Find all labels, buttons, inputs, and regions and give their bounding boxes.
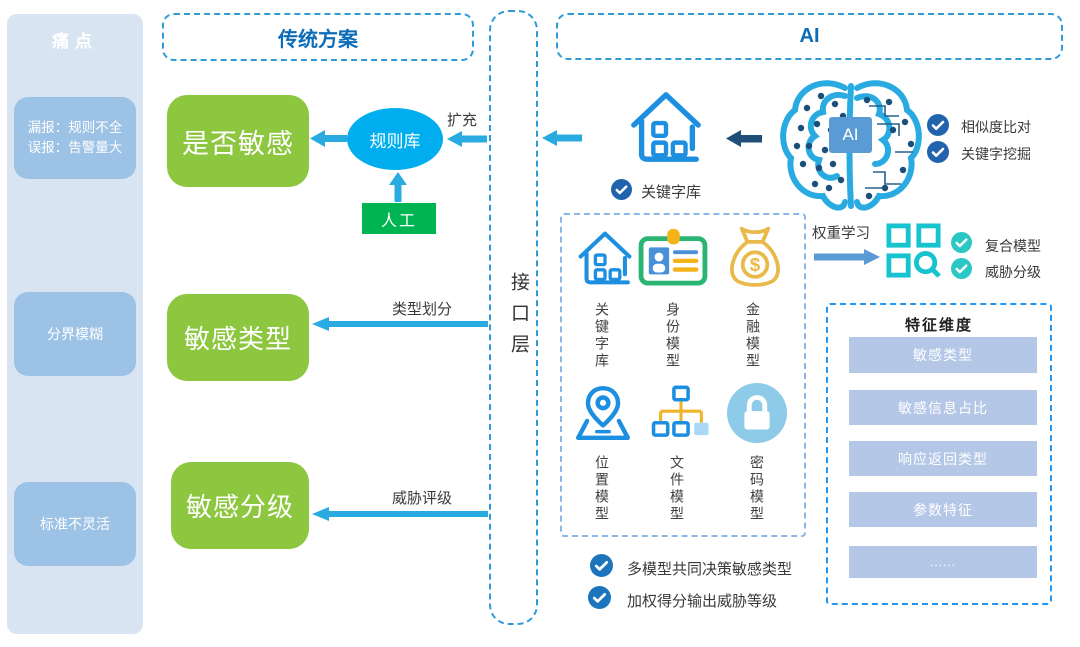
- check-icon: [951, 258, 972, 279]
- arrow-left-icon: [310, 130, 347, 147]
- rule-db-ellipse: 规则库: [347, 108, 443, 170]
- manual-box: 人工: [362, 203, 436, 234]
- type-divide-label: 类型划分: [392, 301, 453, 318]
- model-label: 文件模型: [669, 455, 685, 523]
- check-icon: [927, 141, 949, 163]
- location-pin-icon: [575, 385, 631, 441]
- similarity-check-label: 相似度比对: [961, 119, 1031, 135]
- check-icon: [611, 179, 632, 200]
- composite-model-label: 复合模型: [985, 238, 1041, 254]
- pain-box-inflexible-standard: 标准不灵活: [14, 482, 136, 566]
- box-is-sensitive: 是否敏感: [167, 95, 309, 187]
- ai-section-header: AI: [556, 13, 1063, 60]
- arrow-left-icon: [447, 131, 487, 147]
- arrow-left-long-icon: [312, 507, 488, 521]
- check-icon: [927, 114, 949, 136]
- lock-icon: [726, 382, 788, 444]
- arrow-left-long-icon: [312, 317, 488, 331]
- house-icon: [631, 92, 701, 162]
- feature-bar: ......: [849, 546, 1037, 578]
- pain-box-blurred-boundary: 分界模糊: [14, 292, 136, 376]
- feature-dimensions-box: 特征维度: [826, 303, 1052, 605]
- arrow-left-icon: [542, 130, 582, 146]
- box-sensitive-type: 敏感类型: [167, 294, 309, 381]
- arrow-right-icon: [814, 249, 880, 265]
- feature-bar: 参数特征: [849, 492, 1037, 527]
- interface-layer-box: [489, 10, 538, 625]
- ai-badge: AI: [829, 117, 872, 153]
- ai-title: AI: [799, 25, 820, 47]
- squares-magnifier-icon: [886, 223, 941, 278]
- feature-dimensions-title: 特征维度: [904, 317, 973, 334]
- model-label: 位置模型: [594, 455, 610, 523]
- check-icon: [588, 586, 611, 609]
- arrow-left-dark-icon: [726, 130, 762, 147]
- interface-layer-label: 接口层: [508, 272, 529, 365]
- pain-panel-title: 痛点: [52, 32, 98, 51]
- money-bag-icon: $: [730, 226, 780, 287]
- feature-bar: 响应返回类型: [849, 441, 1037, 476]
- traditional-section-header: 传统方案: [162, 13, 474, 61]
- pain-box-line: 误报：告警量大: [27, 140, 123, 155]
- ai-brain-icon: [780, 80, 922, 211]
- model-label: 金融模型: [745, 302, 761, 370]
- threat-grade-label: 威胁分级: [985, 264, 1041, 280]
- threat-rate-label: 威胁评级: [392, 490, 453, 507]
- feature-bar: 敏感信息占比: [849, 390, 1037, 425]
- model-label: 关键字库: [594, 302, 610, 370]
- box-sensitive-grade: 敏感分级: [171, 462, 309, 549]
- mining-check-label: 关键字挖掘: [961, 146, 1031, 162]
- expand-label: 扩充: [447, 112, 478, 129]
- pain-box-line: 漏报：规则不全: [27, 120, 123, 135]
- traditional-title: 传统方案: [278, 28, 358, 51]
- pain-box-missed-alerts: 漏报：规则不全 误报：告警量大: [14, 97, 136, 179]
- multi-model-check-label: 多模型共同决策敏感类型: [627, 561, 793, 578]
- model-label: 密码模型: [749, 455, 765, 523]
- feature-bar: 敏感类型: [849, 337, 1037, 373]
- svg-text:$: $: [750, 255, 761, 276]
- id-card-icon: [638, 228, 708, 286]
- house-icon: [578, 231, 632, 285]
- weighted-score-check-label: 加权得分输出威胁等级: [627, 593, 778, 610]
- weight-learning-label: 权重学习: [812, 226, 870, 242]
- arrow-up-icon: [389, 172, 407, 202]
- check-icon: [951, 232, 972, 253]
- check-icon: [590, 554, 613, 577]
- model-label: 身份模型: [665, 302, 681, 370]
- file-tree-icon: [651, 385, 709, 437]
- models-box: [560, 213, 806, 537]
- keyword-lib-label: 关键字库: [641, 184, 702, 201]
